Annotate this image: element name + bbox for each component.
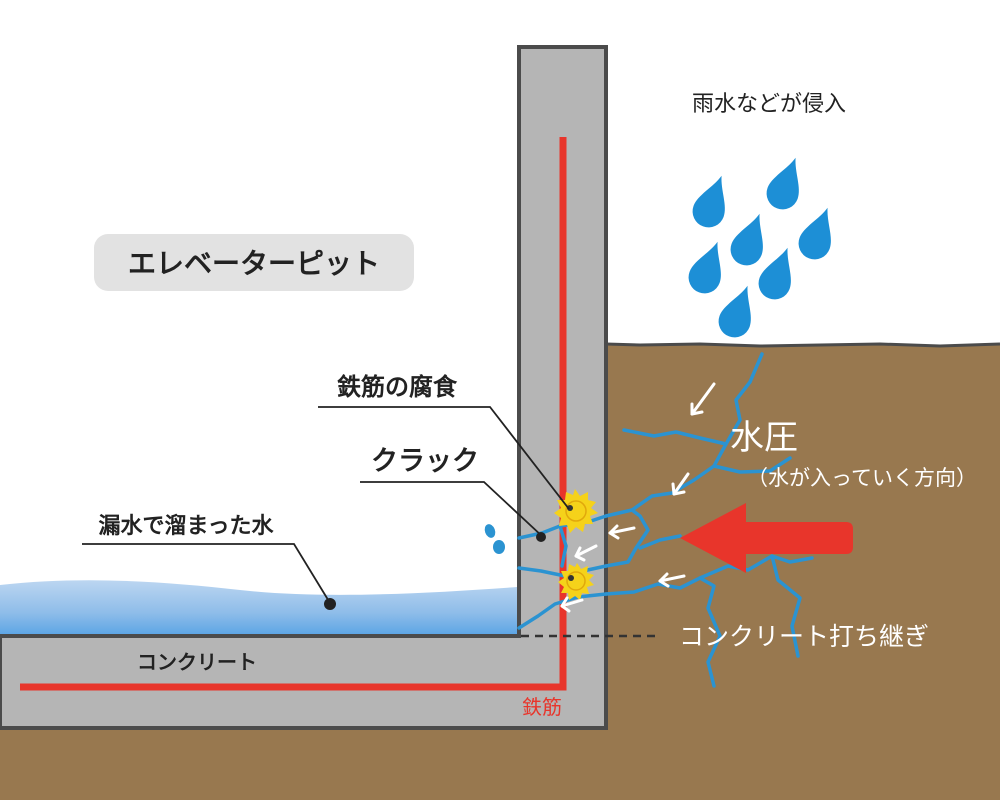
arrow-icon [608, 524, 636, 540]
rebar [20, 137, 567, 691]
arrow-icon [560, 596, 584, 613]
soil-cracks [604, 352, 814, 688]
raindrop-icon [684, 236, 733, 298]
leak-water [0, 580, 517, 634]
raindrop-icon [762, 152, 811, 214]
arrow-icon [690, 382, 716, 416]
flow-arrows [560, 382, 716, 613]
raindrop-icon [714, 280, 763, 342]
leak-water-label: 漏水で溜まった水 [98, 513, 274, 539]
rebar-label: 鉄筋 [522, 695, 562, 719]
corrosion-burst-icon [554, 489, 598, 533]
corrosion-label: 鉄筋の腐食 [337, 373, 458, 401]
leader-lines [82, 406, 570, 604]
arrow-icon [574, 544, 598, 562]
leak-droplets [484, 524, 505, 554]
pit-label: エレベーターピット [128, 247, 380, 280]
construction-joint-label: コンクリート打ち継ぎ [679, 622, 929, 651]
corrosion-burst-icon [558, 563, 594, 600]
crack-label: クラック [371, 446, 479, 477]
raindrop-icon [794, 202, 843, 264]
raindrops [684, 152, 843, 342]
leader-dot [324, 598, 336, 610]
arrow-icon [658, 572, 686, 588]
leader-dot [536, 532, 546, 542]
concrete-structure [0, 45, 608, 730]
water-pressure-arrow-icon [680, 503, 853, 573]
rain-label: 雨水などが侵入 [692, 92, 846, 117]
water-pressure-label: 水圧 [730, 418, 798, 458]
arrow-icon [671, 472, 690, 496]
pit-label-bg [94, 234, 414, 291]
soil [0, 342, 1000, 800]
raindrop-icon [688, 170, 737, 232]
concrete-label: コンクリート [137, 650, 257, 674]
pressure-direction-label: （水が入っていく方向） [747, 466, 977, 490]
raindrop-icon [726, 208, 775, 270]
